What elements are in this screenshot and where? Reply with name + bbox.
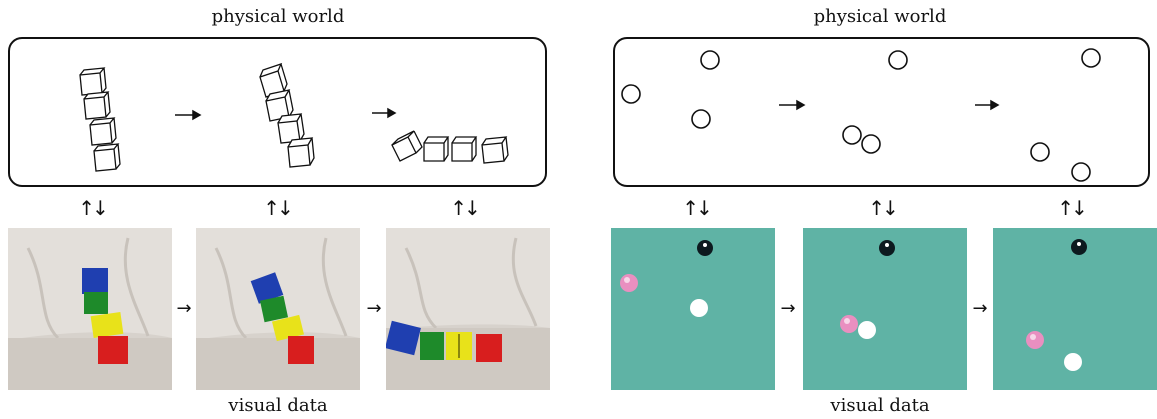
video-frame-2 [803,228,967,390]
updown-arrow-3: ↑↓ [1057,196,1087,220]
right-arrow-1: → [176,298,192,319]
block-tower-sketch [79,62,509,172]
photo-frame-3 [386,228,550,390]
right-arrow-1: → [780,298,796,319]
sketch-balls [621,48,1101,182]
panel-caption: visual data [830,395,930,416]
updown-arrow-2: ↑↓ [868,196,898,220]
photo-frame-1 [8,228,172,390]
right-panel: physical world ↑↓ ↑↓ ↑↓ [603,0,1157,419]
billiard-sketch [621,48,1101,182]
photo-frame-2 [196,228,360,390]
video-frame-3 [993,228,1157,390]
sketch-arrows [779,99,1000,111]
updown-arrow-1: ↑↓ [78,196,108,220]
right-arrow-2: → [972,298,988,319]
panel-title: physical world [813,6,947,27]
right-arrow-2: → [366,298,382,319]
physical-world-box [613,37,1150,187]
panel-caption: visual data [228,395,328,416]
sketch-frame-2 [259,62,315,168]
video-frame-1 [611,228,775,390]
updown-arrow-3: ↑↓ [450,196,480,220]
left-panel: physical world [0,0,556,419]
sketch-arrows [175,107,397,121]
sketch-frame-1 [79,67,121,172]
panel-title: physical world [211,6,345,27]
sketch-frame-3 [391,130,509,164]
updown-arrow-1: ↑↓ [682,196,712,220]
updown-arrow-2: ↑↓ [263,196,293,220]
physical-world-box [8,37,547,187]
